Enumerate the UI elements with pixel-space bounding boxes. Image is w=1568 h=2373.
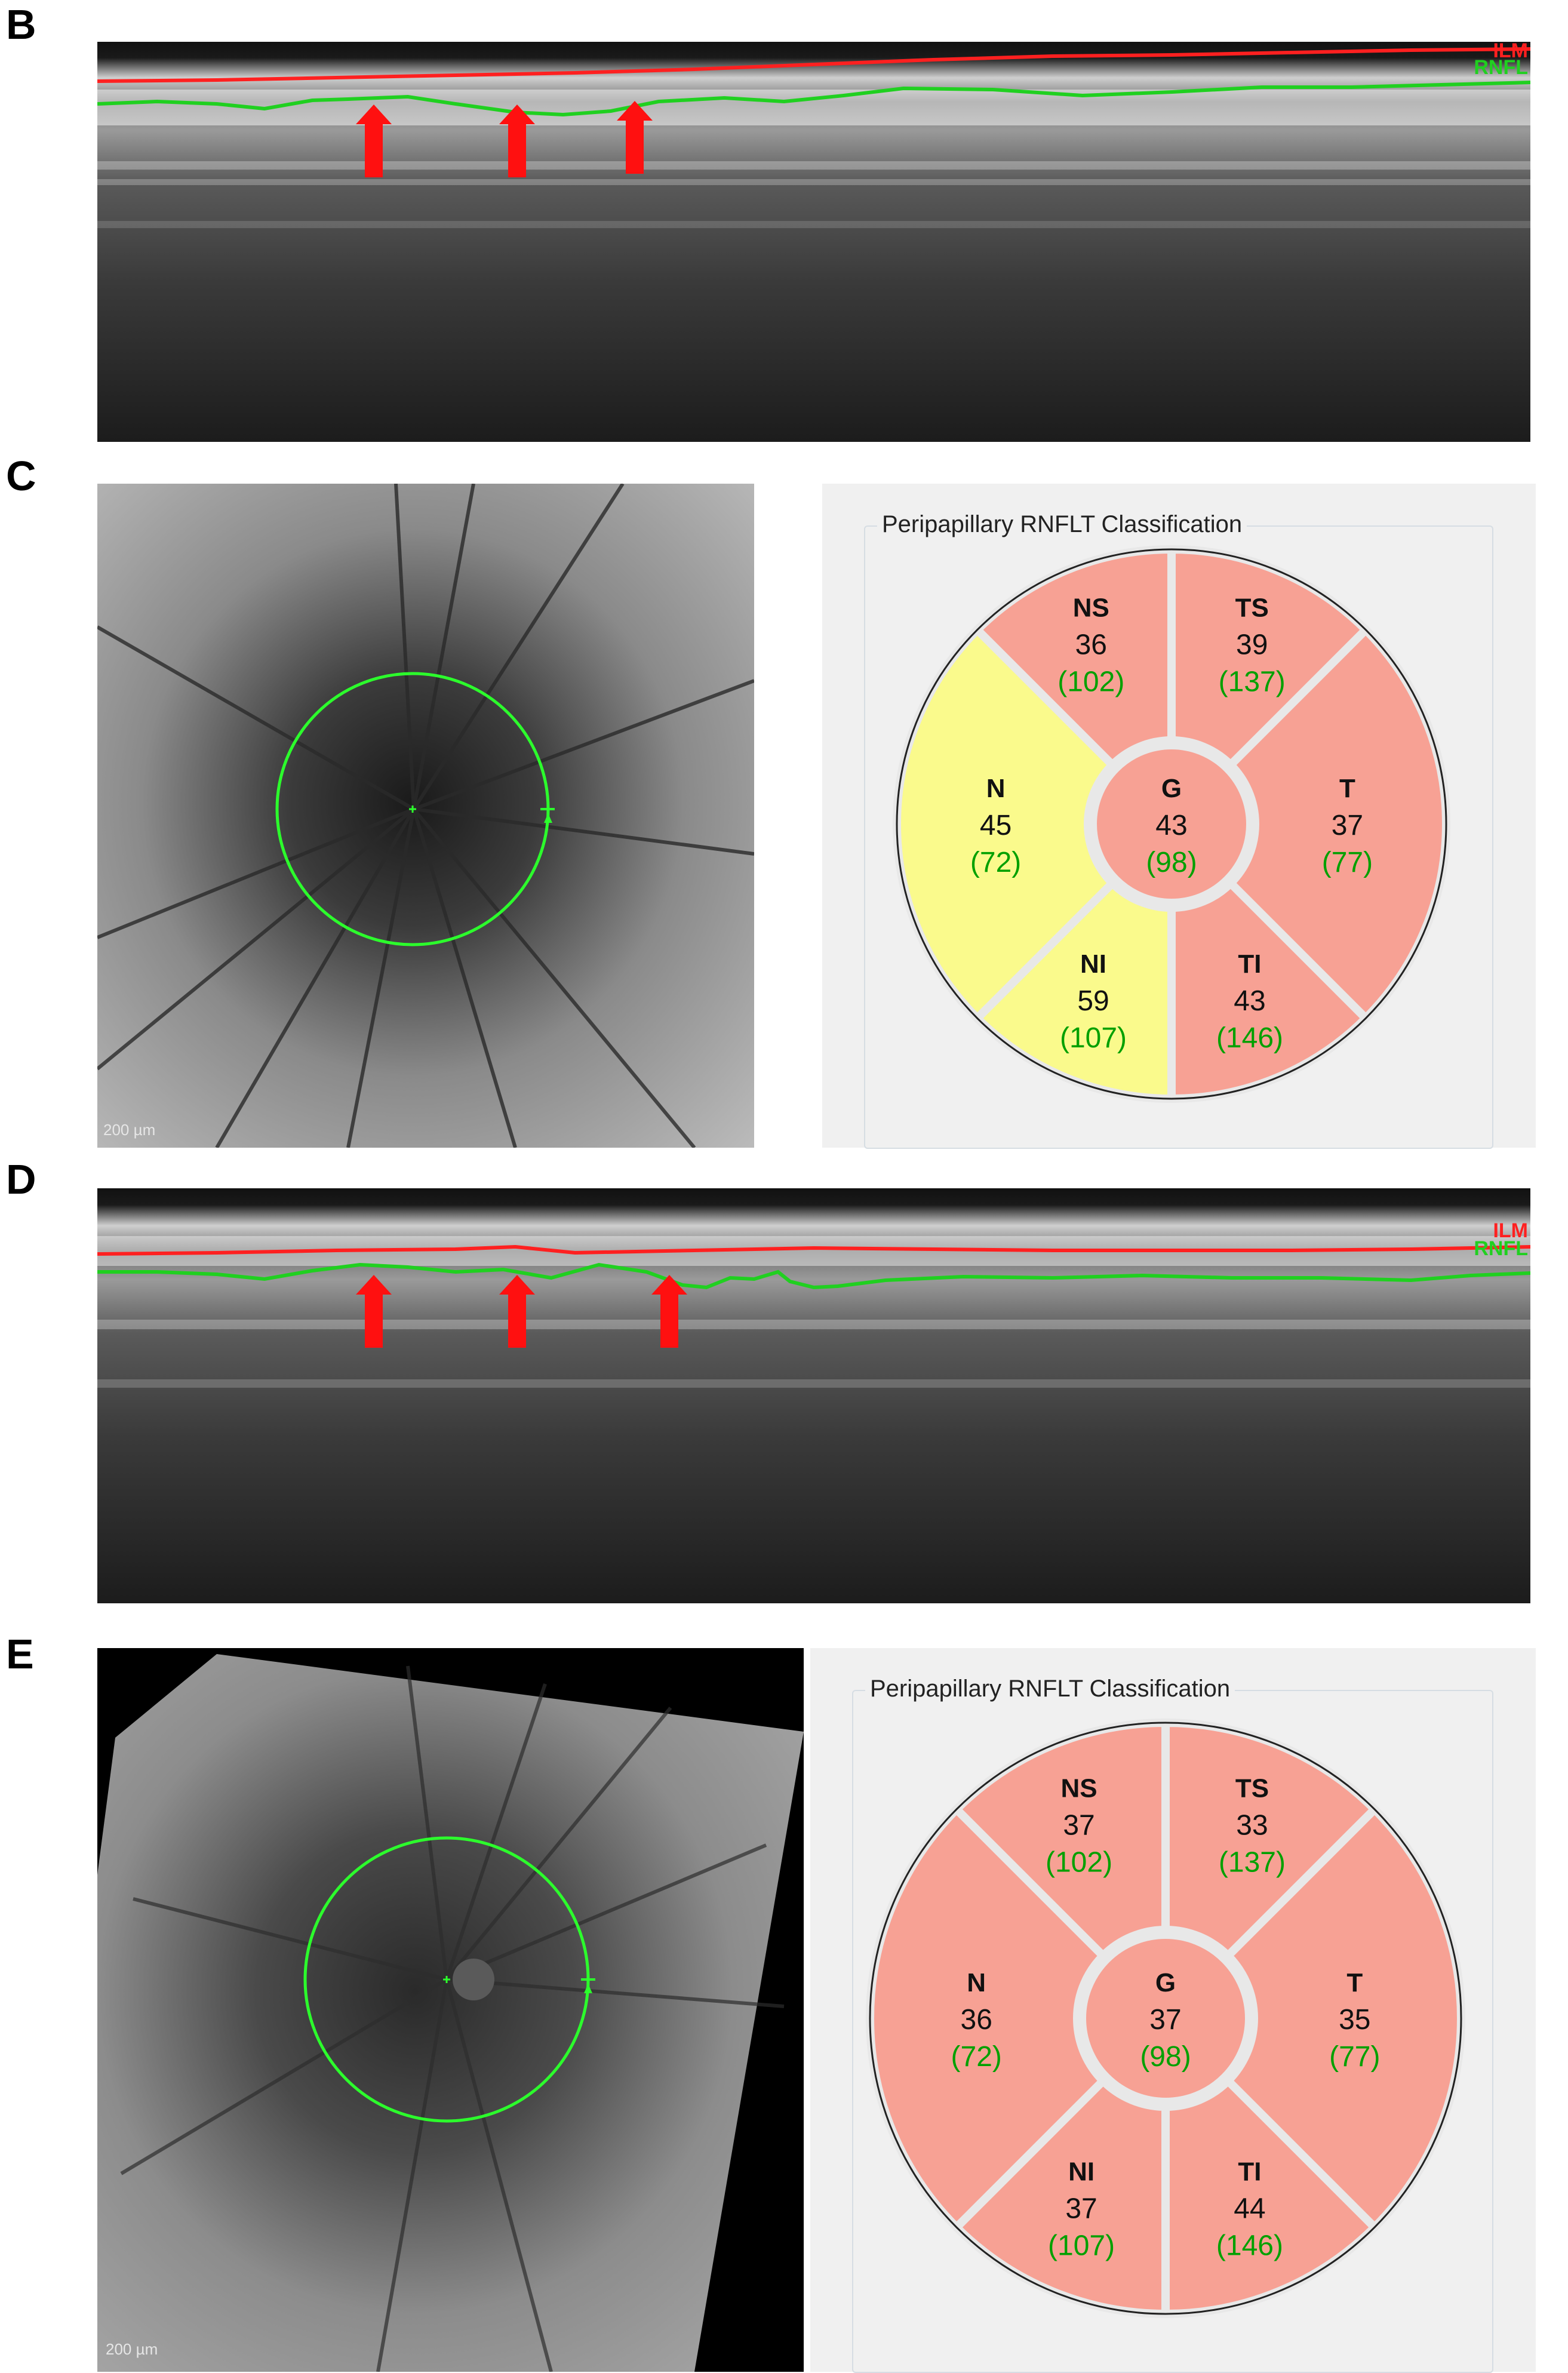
rnflt-title-e: Peripapillary RNFLT Classification [865, 1676, 1235, 1702]
fundus-image-c: 200 µm [97, 484, 754, 1148]
rnfl-line-b [97, 81, 1530, 117]
arrow-icon [651, 1275, 687, 1348]
sector-label-t: T [1346, 1968, 1363, 1997]
arrow-icon [617, 101, 653, 174]
sector-value-ti: 43 [1234, 985, 1265, 1017]
rnflt-chart-c: NS 36 (102) TS 39 (137) N 45 (72) T 37 (77) NI 59 (107… [893, 545, 1450, 1103]
fundus-image-e: 200 µm [97, 1648, 804, 2372]
arrows-d [356, 1275, 687, 1348]
rnflt-chart-e: NS 37 (102) TS 33 (137) N 36 (72) T 35 (77) NI 37 (107… [866, 1718, 1465, 2319]
sector-label-n: N [986, 774, 1006, 803]
sector-label-ts: TS [1235, 593, 1269, 622]
sector-value-ti: 44 [1234, 2193, 1265, 2225]
sector-value-ns: 37 [1063, 1809, 1094, 1841]
sector-g [1089, 741, 1255, 907]
sector-ref-g: (98) [1146, 847, 1197, 878]
rnflt-title-c: Peripapillary RNFLT Classification [877, 511, 1247, 538]
sector-ref-ni: (107) [1060, 1022, 1127, 1054]
arrows-b [356, 101, 653, 177]
sector-value-t: 35 [1339, 2004, 1370, 2036]
sector-ref-ti: (146) [1216, 2230, 1283, 2262]
ilm-label-b: ILM [1493, 42, 1528, 62]
sector-label-ni: NI [1068, 2157, 1094, 2187]
panel-letter-b: B [6, 1, 36, 48]
sector-ref-ti: (146) [1216, 1022, 1283, 1054]
ilm-label-d: ILM [1493, 1219, 1528, 1242]
sector-ref-ts: (137) [1219, 666, 1286, 697]
panel-letter-c: C [6, 453, 36, 499]
oct-bscan-b: ILM RNFL [97, 42, 1530, 442]
rnflt-panel-e: Peripapillary RNFLT Classification NS 37 (… [810, 1648, 1536, 2373]
sector-outer-ring [869, 1722, 1462, 2315]
ilm-line-b [97, 47, 1530, 83]
sector-value-n: 45 [980, 810, 1011, 841]
sector-label-ti: TI [1238, 2157, 1261, 2187]
scale-bar-e: 200 µm [106, 2340, 158, 2358]
panel-letter-d: D [6, 1156, 36, 1203]
sector-label-ns: NS [1060, 1773, 1097, 1803]
sector-label-n: N [967, 1968, 986, 1997]
sector-label-ti: TI [1238, 949, 1261, 979]
sector-value-n: 36 [961, 2004, 992, 2036]
oct-bscan-d: ILM RNFL [97, 1188, 1530, 1603]
sector-ref-t: (77) [1322, 847, 1373, 878]
arrow-icon [356, 104, 392, 177]
arrow-icon [499, 104, 535, 177]
sector-value-ts: 39 [1236, 629, 1268, 660]
sector-value-g: 37 [1149, 2004, 1181, 2036]
scale-bar-c: 200 µm [103, 1121, 156, 1139]
sector-value-ni: 37 [1065, 2193, 1097, 2225]
sector-label-ts: TS [1235, 1773, 1269, 1803]
sector-label-ni: NI [1080, 949, 1106, 979]
arrow-icon [499, 1275, 535, 1348]
sector-outer-ring [896, 548, 1447, 1100]
panel-letter-e: E [6, 1631, 34, 1677]
sector-ref-ns: (102) [1057, 666, 1124, 697]
rnfl-label-b: RNFL [1474, 56, 1528, 79]
sector-g [1078, 1931, 1253, 2106]
sector-ref-t: (77) [1329, 2041, 1380, 2073]
sector-label-g: G [1155, 1968, 1176, 1997]
sector-ref-n: (72) [970, 847, 1021, 878]
sector-ref-ts: (137) [1219, 1846, 1286, 1878]
ilm-line-d [97, 1244, 1530, 1256]
sector-label-t: T [1339, 774, 1355, 803]
sector-ref-n: (72) [951, 2041, 1002, 2073]
sector-value-ts: 33 [1236, 1809, 1268, 1841]
arrow-icon [356, 1275, 392, 1348]
sector-ref-g: (98) [1140, 2041, 1191, 2073]
sector-value-ni: 59 [1077, 985, 1109, 1017]
sector-value-t: 37 [1332, 810, 1363, 841]
rnfl-line-d [97, 1262, 1530, 1290]
sector-label-g: G [1161, 774, 1182, 803]
sector-ref-ni: (107) [1048, 2230, 1115, 2262]
sector-ref-ns: (102) [1046, 1846, 1112, 1878]
rnfl-label-d: RNFL [1474, 1237, 1528, 1260]
sector-value-g: 43 [1155, 810, 1187, 841]
sector-value-ns: 36 [1075, 629, 1107, 660]
sector-label-ns: NS [1073, 593, 1109, 622]
rnflt-panel-c: Peripapillary RNFLT Classification NS 36 (… [822, 484, 1536, 1149]
